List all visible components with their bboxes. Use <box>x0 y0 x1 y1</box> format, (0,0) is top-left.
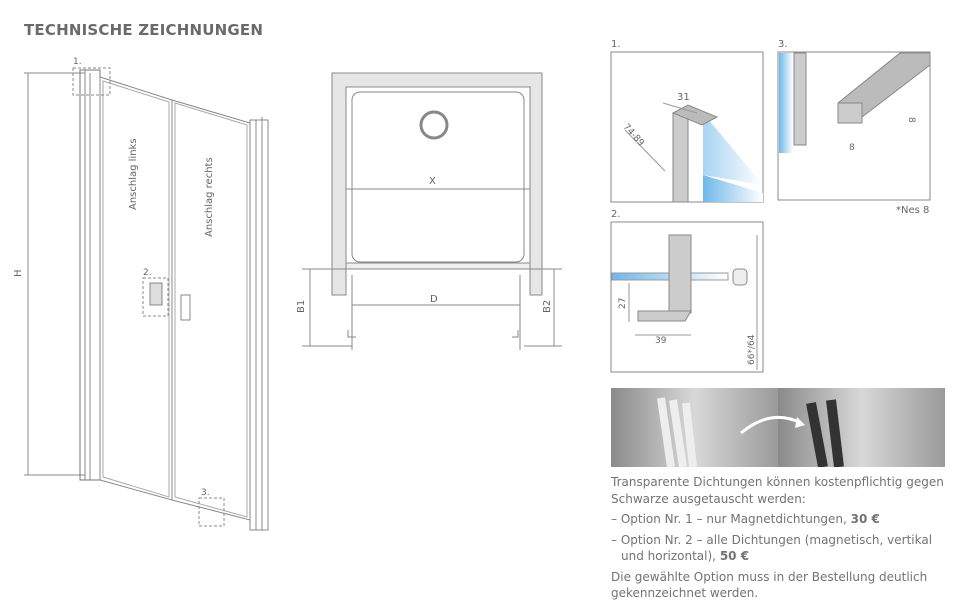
detail-2-width: 39 <box>655 336 667 346</box>
option-1: – Option Nr. 1 – nur Magnetdichtungen, 3… <box>611 511 951 528</box>
door-front-drawing: H Anschlag links Anschlag rechts 1. 2. 3… <box>13 57 269 531</box>
seal-photos <box>611 388 945 467</box>
arrow-icon <box>740 415 802 435</box>
detail-3: 3. 8 8 *Nes 8 <box>777 39 931 216</box>
footnote: *Nes 8 <box>896 205 929 216</box>
detail-1-depth: 74-89 <box>621 122 646 148</box>
option-1-price: 30 € <box>850 512 880 526</box>
b1-label: B1 <box>296 300 307 313</box>
seal-description: Transparente Dichtungen können kostenpfl… <box>611 474 951 606</box>
detail-3-height: 8 <box>906 117 916 123</box>
plan-drawing: X D B1 B2 <box>296 72 562 350</box>
detail-1-number: 1. <box>611 39 621 50</box>
option-2-text: – Option Nr. 2 – alle Dichtungen (magnet… <box>611 532 933 564</box>
detail-1: 1. 31 74-89 <box>610 39 764 203</box>
right-leaf-label: Anschlag rechts <box>204 157 215 237</box>
option-2: – Option Nr. 2 – alle Dichtungen (magnet… <box>611 532 951 565</box>
page-title: TECHNISCHE ZEICHNUNGEN <box>24 21 264 39</box>
callout-1: 1. <box>73 57 82 67</box>
option-1-text: – Option Nr. 1 – nur Magnetdichtungen, <box>611 512 851 526</box>
callout-3: 3. <box>201 488 210 498</box>
left-leaf-label: Anschlag links <box>128 138 139 210</box>
detail-3-number: 3. <box>778 39 788 50</box>
d-label: D <box>430 294 438 305</box>
detail-2-height: 27 <box>618 298 628 309</box>
option-2-price: 50 € <box>719 549 750 563</box>
detail-2: 2. 27 39 66*/64 <box>610 209 764 373</box>
note-text: Die gewählte Option muss in der Bestellu… <box>611 569 928 601</box>
b2-label: B2 <box>542 300 553 313</box>
black-seal-photo <box>778 388 945 467</box>
detail-2-total: 66*/64 <box>747 334 757 365</box>
callout-2: 2. <box>143 268 152 278</box>
detail-2-number: 2. <box>611 209 621 220</box>
height-label: H <box>13 269 24 277</box>
x-label: X <box>429 176 436 187</box>
detail-1-width: 31 <box>677 92 690 103</box>
detail-3-width: 8 <box>849 143 855 153</box>
intro-text: Transparente Dichtungen können kostenpfl… <box>611 475 944 506</box>
